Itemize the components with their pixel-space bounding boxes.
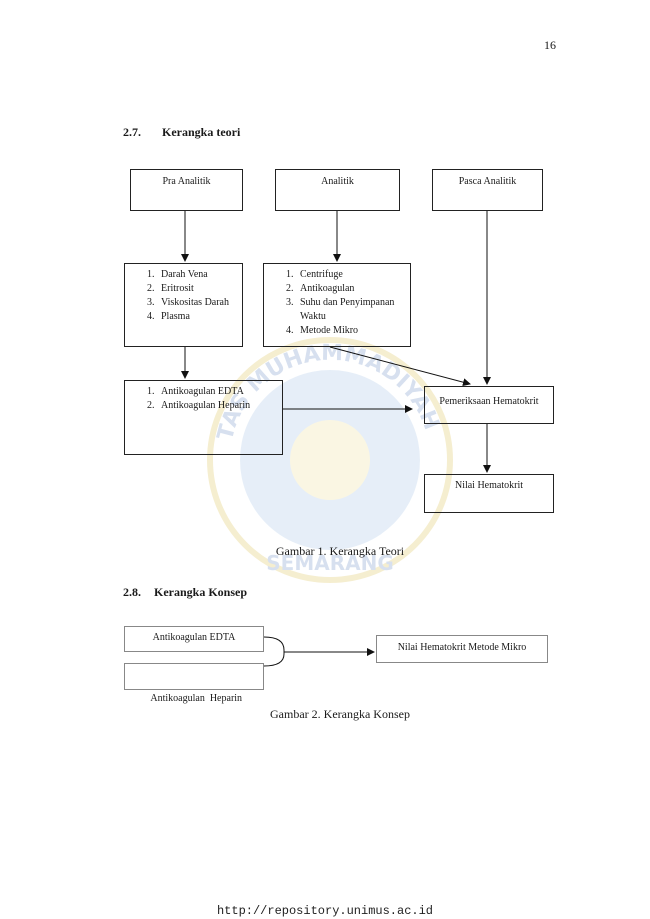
pra-item: Eritrosit (157, 282, 242, 296)
pra-analitik-title: Pra Analitik (162, 176, 211, 187)
arrow-analitik-to-pemeriksaan (329, 346, 471, 387)
antikoagulan-box: Antikoagulan EDTA Antikoagulan Heparin (124, 380, 283, 455)
section-title-kerangka-konsep: Kerangka Konsep (154, 585, 248, 599)
concept-edta-box: Antikoagulan EDTA (124, 626, 264, 652)
analitik-item: Centrifuge (296, 268, 410, 282)
pra-item: Darah Vena (157, 268, 242, 282)
analitik-title: Analitik (321, 176, 354, 187)
pra-item: Plasma (157, 310, 242, 324)
antikoagulan-item: Antikoagulan Heparin (157, 399, 282, 413)
watermark-bottom-text: SEMARANG (266, 551, 393, 575)
pemeriksaan-hematokrit-box: Pemeriksaan Hematokrit (424, 386, 554, 424)
pra-item: Viskositas Darah (157, 296, 242, 310)
antikoagulan-item: Antikoagulan EDTA (157, 385, 282, 399)
analitik-item: Suhu dan Penyimpanan Waktu (296, 296, 410, 324)
concept-result-label: Nilai Hematokrit Metode Mikro (397, 642, 527, 653)
analitik-box: Analitik (275, 169, 400, 211)
footer-url[interactable]: http://repository.unimus.ac.id (216, 904, 434, 918)
analitik-item: Metode Mikro (296, 324, 410, 338)
nilai-hematokrit-label: Nilai Hematokrit (454, 480, 524, 491)
concept-bracket (263, 636, 285, 667)
concept-heparin-box: Antikoagulan Heparin (124, 663, 264, 704)
section-title-kerangka-teori: Kerangka teori (162, 125, 241, 139)
section-number-2-8: 2.8. (123, 585, 141, 599)
pra-analitik-list-box: Darah Vena Eritrosit Viskositas Darah Pl… (124, 263, 243, 347)
university-watermark-logo: TAS MUHAMMADIYAH SEMARANG (207, 337, 453, 583)
section-number-2-7: 2.7. (123, 125, 141, 139)
figure-caption-1: Gambar 1. Kerangka Teori (275, 544, 405, 558)
pasca-analitik-box: Pasca Analitik (432, 169, 543, 211)
analitik-item: Antikoagulan (296, 282, 410, 296)
page-number: 16 (544, 38, 556, 52)
analitik-list-box: Centrifuge Antikoagulan Suhu dan Penyimp… (263, 263, 411, 347)
concept-result-box: Nilai Hematokrit Metode Mikro (376, 635, 548, 663)
pemeriksaan-hematokrit-label: Pemeriksaan Hematokrit (439, 396, 539, 407)
pra-analitik-box: Pra Analitik (130, 169, 243, 211)
concept-edta-label: Antikoagulan EDTA (152, 632, 236, 643)
concept-heparin-label: Antikoagulan Heparin (150, 693, 243, 704)
figure-caption-2: Gambar 2. Kerangka Konsep (270, 707, 410, 721)
nilai-hematokrit-box: Nilai Hematokrit (424, 474, 554, 513)
pasca-analitik-title: Pasca Analitik (458, 176, 517, 187)
